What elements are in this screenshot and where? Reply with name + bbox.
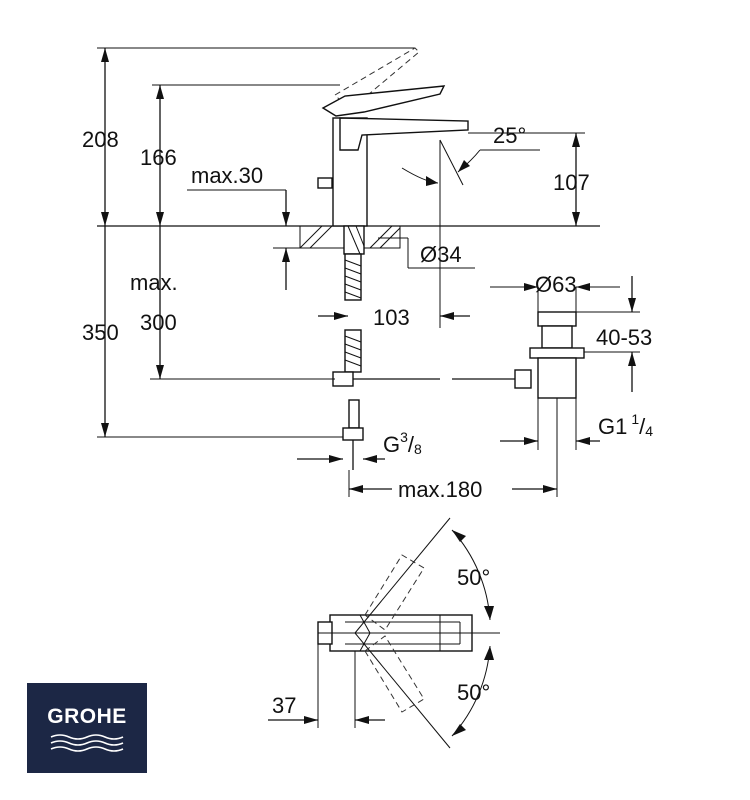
dim-max30: max.30: [191, 163, 263, 188]
top-view: 50° 50° 37: [268, 517, 500, 749]
dim-angle50-top: 50°: [457, 565, 490, 590]
lever: [321, 85, 446, 117]
flex-hose-lower: [344, 329, 362, 373]
dim-166: 166: [140, 145, 177, 170]
dim-37: 37: [272, 693, 296, 718]
side-view: 208 166 max.30: [82, 47, 653, 502]
popup-waste: [514, 311, 585, 399]
dim-dia34: Ø34: [420, 242, 462, 267]
dim-350: 350: [82, 320, 119, 345]
connection-g38: [342, 427, 364, 441]
dim-300: 300: [140, 310, 177, 335]
dim-208: 208: [82, 127, 119, 152]
dim-angle50-bottom: 50°: [457, 680, 490, 705]
dim-max-word: max.: [130, 270, 178, 295]
spout: [339, 117, 469, 151]
dim-103: 103: [373, 305, 410, 330]
dim-107: 107: [553, 170, 590, 195]
grohe-logo: GROHE: [27, 683, 147, 773]
dim-g38: G3/8: [383, 429, 422, 457]
dim-dia63: Ø63: [535, 272, 577, 297]
dim-max180: max.180: [398, 477, 482, 502]
dim-angle25: 25°: [493, 123, 526, 148]
popup-rod-knob: [317, 177, 333, 189]
logo-waves-icon: [50, 734, 124, 752]
logo-text: GROHE: [47, 705, 127, 728]
dim-40-53: 40-53: [596, 325, 652, 350]
